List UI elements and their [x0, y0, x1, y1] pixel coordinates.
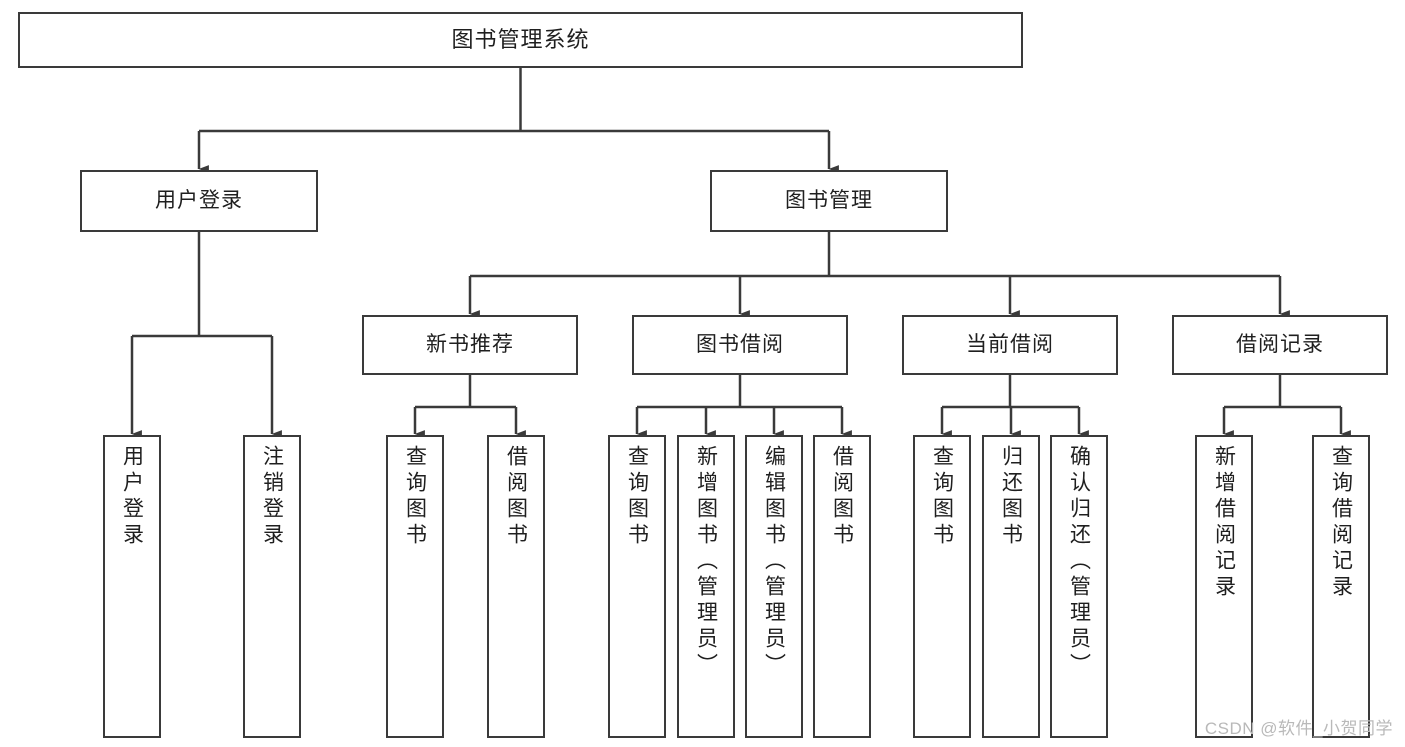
node-label-leaf-user-login: 用户登录 [120, 445, 144, 549]
node-label-leaf-query-book-1: 查询图书 [403, 445, 427, 549]
node-label-leaf-edit-book: 编辑图书（管理员） [762, 445, 786, 679]
node-label-book-manage: 图书管理 [785, 188, 873, 212]
node-root[interactable]: 图书管理系统 [18, 12, 1023, 68]
node-leaf-add-borrow-record[interactable]: 新增借阅记录 [1195, 435, 1253, 738]
node-label-leaf-return-book: 归还图书 [999, 445, 1023, 549]
node-label-leaf-borrow-book-1: 借阅图书 [504, 445, 528, 549]
node-leaf-borrow-book-2[interactable]: 借阅图书 [813, 435, 871, 738]
node-label-leaf-query-book-3: 查询图书 [930, 445, 954, 549]
node-book-borrow[interactable]: 图书借阅 [632, 315, 848, 375]
node-user-login[interactable]: 用户登录 [80, 170, 318, 232]
node-leaf-user-login[interactable]: 用户登录 [103, 435, 161, 738]
node-label-leaf-query-book-2: 查询图书 [625, 445, 649, 549]
node-leaf-add-book[interactable]: 新增图书（管理员） [677, 435, 735, 738]
node-leaf-borrow-book-1[interactable]: 借阅图书 [487, 435, 545, 738]
node-label-user-login: 用户登录 [155, 188, 243, 212]
node-label-borrow-record: 借阅记录 [1236, 332, 1324, 356]
node-label-leaf-add-book: 新增图书（管理员） [694, 445, 718, 679]
node-leaf-query-borrow-record[interactable]: 查询借阅记录 [1312, 435, 1370, 738]
node-label-leaf-add-borrow-record: 新增借阅记录 [1212, 445, 1236, 601]
node-label-current-borrow: 当前借阅 [966, 332, 1054, 356]
node-label-new-book-recommend: 新书推荐 [426, 332, 514, 356]
node-label-leaf-logout-login: 注销登录 [260, 445, 284, 549]
node-leaf-query-book-2[interactable]: 查询图书 [608, 435, 666, 738]
node-leaf-edit-book[interactable]: 编辑图书（管理员） [745, 435, 803, 738]
node-label-leaf-borrow-book-2: 借阅图书 [830, 445, 854, 549]
node-new-book-recommend[interactable]: 新书推荐 [362, 315, 578, 375]
node-label-leaf-query-borrow-record: 查询借阅记录 [1329, 445, 1353, 601]
watermark-text: CSDN @软件_小贺同学 [1204, 719, 1393, 738]
node-current-borrow[interactable]: 当前借阅 [902, 315, 1118, 375]
node-label-book-borrow: 图书借阅 [696, 332, 784, 356]
node-leaf-return-book[interactable]: 归还图书 [982, 435, 1040, 738]
node-label-leaf-confirm-return: 确认归还（管理员） [1067, 445, 1091, 679]
node-leaf-confirm-return[interactable]: 确认归还（管理员） [1050, 435, 1108, 738]
node-borrow-record[interactable]: 借阅记录 [1172, 315, 1388, 375]
node-leaf-query-book-3[interactable]: 查询图书 [913, 435, 971, 738]
node-book-manage[interactable]: 图书管理 [710, 170, 948, 232]
node-leaf-logout-login[interactable]: 注销登录 [243, 435, 301, 738]
node-leaf-query-book-1[interactable]: 查询图书 [386, 435, 444, 738]
node-label-root: 图书管理系统 [451, 27, 590, 53]
